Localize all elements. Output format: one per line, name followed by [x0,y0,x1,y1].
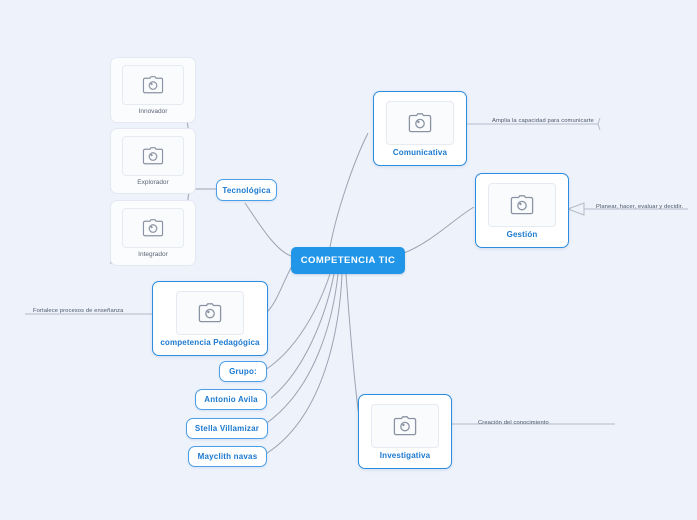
node-member-antonio-avila[interactable]: Antonio Avila [195,389,267,410]
node-grupo[interactable]: Grupo: [219,361,267,382]
node-label: Investigativa [379,450,431,460]
node-member-stella-villamizar[interactable]: Stella Villamizar [186,418,268,439]
camera-icon [142,76,164,94]
camera-icon [142,147,164,165]
node-label: Antonio Avila [204,395,258,404]
node-tecnologica[interactable]: Tecnológica [216,179,277,201]
node-innovador[interactable]: Innovador [110,57,196,123]
node-label: Grupo: [229,367,257,376]
node-label: Tecnológica [222,185,271,195]
annotation-comunicativa: Amplia la capacidad para comunicarte [492,118,594,124]
node-label: Innovador [138,108,168,115]
annotation-investigativa: Creación del conocimiento [478,420,549,426]
camera-icon [408,112,432,132]
camera-icon [142,219,164,237]
image-placeholder [122,208,184,248]
camera-icon [393,415,417,435]
camera-icon [510,194,534,214]
node-label: Comunicativa [392,147,448,157]
camera-icon [198,302,222,322]
node-explorador[interactable]: Explorador [110,128,196,194]
root-label: COMPETENCIA TIC [300,255,396,266]
node-label: Integrador [138,251,168,258]
image-placeholder [122,136,184,176]
node-gestion[interactable]: Gestión [475,173,569,248]
image-placeholder [488,182,556,227]
image-placeholder [176,290,244,335]
image-placeholder [122,65,184,105]
node-root-competencia-tic[interactable]: COMPETENCIA TIC [291,247,405,274]
node-label: Stella Villamizar [194,424,260,433]
node-label: Explorador [137,179,169,186]
image-placeholder [386,100,454,145]
node-comunicativa[interactable]: Comunicativa [373,91,467,166]
annotation-gestion: Planear, hacer, evaluar y decidir. [596,204,684,210]
image-placeholder [371,403,439,448]
node-member-mayclith-navas[interactable]: Mayclith navas [188,446,267,467]
node-label: competencia Pedagógica [160,337,260,347]
node-integrador[interactable]: Integrador [110,200,196,266]
node-competencia-pedagogica[interactable]: competencia Pedagógica [152,281,268,356]
node-label: Gestión [506,229,538,239]
node-investigativa[interactable]: Investigativa [358,394,452,469]
annotation-pedagogica: Fortalece procesos de enseñanza [33,308,124,314]
node-label: Mayclith navas [197,452,258,461]
